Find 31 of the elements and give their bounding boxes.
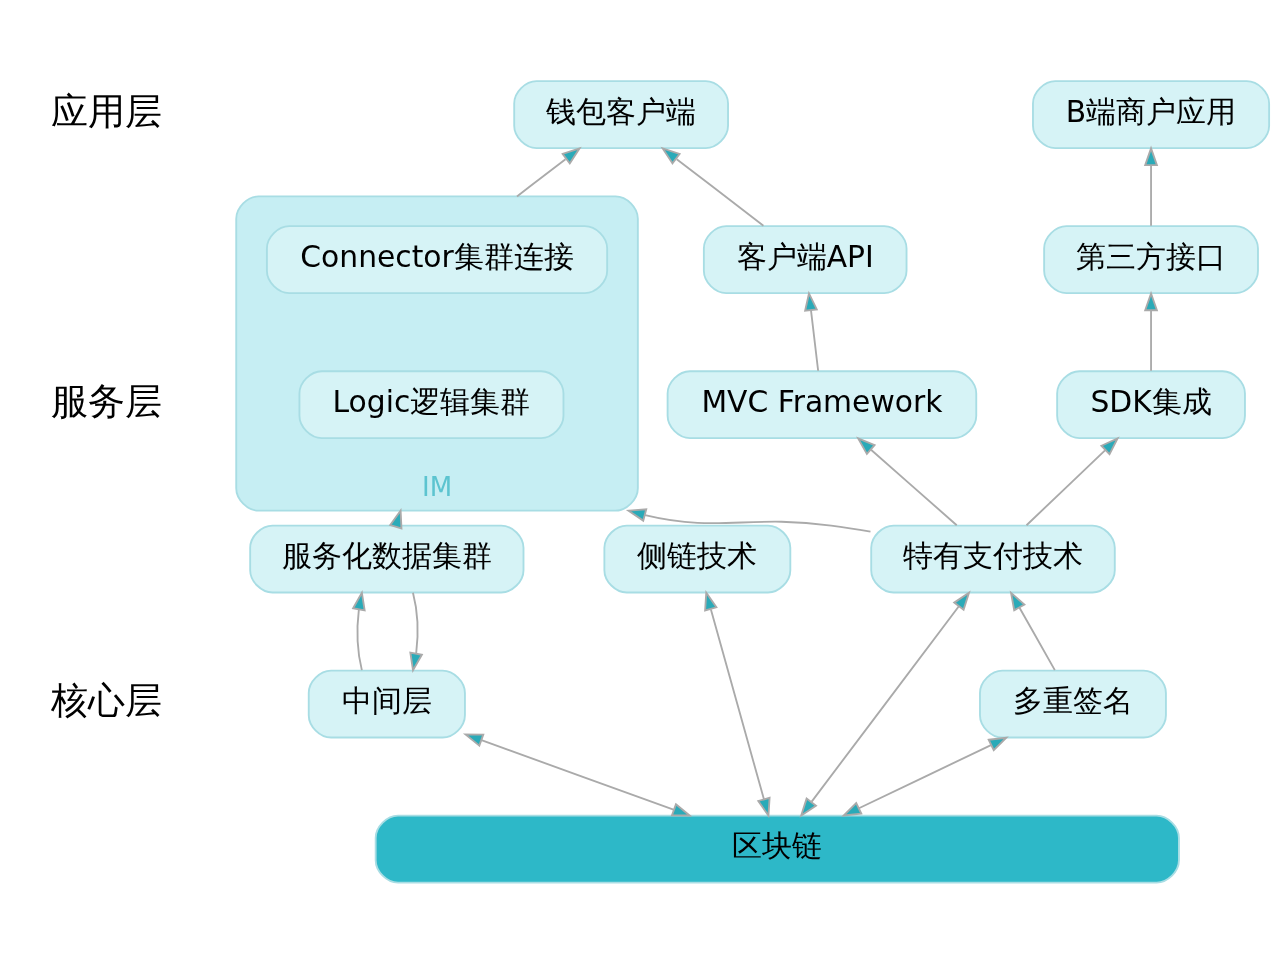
node-box: B端商户应用	[1032, 80, 1271, 150]
arrow	[1025, 436, 1120, 527]
arrow	[1143, 290, 1159, 372]
node-box: 区块链	[374, 814, 1180, 884]
arrow	[625, 508, 872, 533]
arrow	[660, 146, 765, 227]
arrow	[841, 736, 1009, 817]
node-box: 客户端API	[702, 225, 908, 295]
arrow	[799, 590, 971, 818]
node-box: 钱包客户端	[513, 80, 729, 150]
arrow	[409, 591, 424, 673]
node-box: 特有支付技术	[870, 524, 1116, 594]
label: 服务层	[50, 378, 162, 423]
node-box: 中间层	[307, 669, 466, 739]
node-box: Connector集群连接	[265, 225, 609, 295]
node-box: SDK集成	[1056, 370, 1246, 440]
node-box: MVC Framework	[666, 370, 978, 440]
arrow	[704, 590, 771, 819]
node-box: 第三方接口	[1043, 225, 1259, 295]
arrow	[516, 146, 582, 198]
arrow	[462, 733, 693, 817]
arrow	[1009, 590, 1056, 672]
arrow	[856, 436, 958, 527]
node-box: Logic逻辑集群	[298, 370, 565, 440]
node-box: 多重签名	[979, 669, 1167, 739]
label: 应用层	[50, 88, 162, 133]
node-box: 侧链技术	[603, 524, 792, 594]
arrow	[1143, 145, 1159, 227]
arrow	[803, 290, 820, 372]
label: 核心层	[50, 678, 162, 723]
arrow	[351, 590, 366, 672]
